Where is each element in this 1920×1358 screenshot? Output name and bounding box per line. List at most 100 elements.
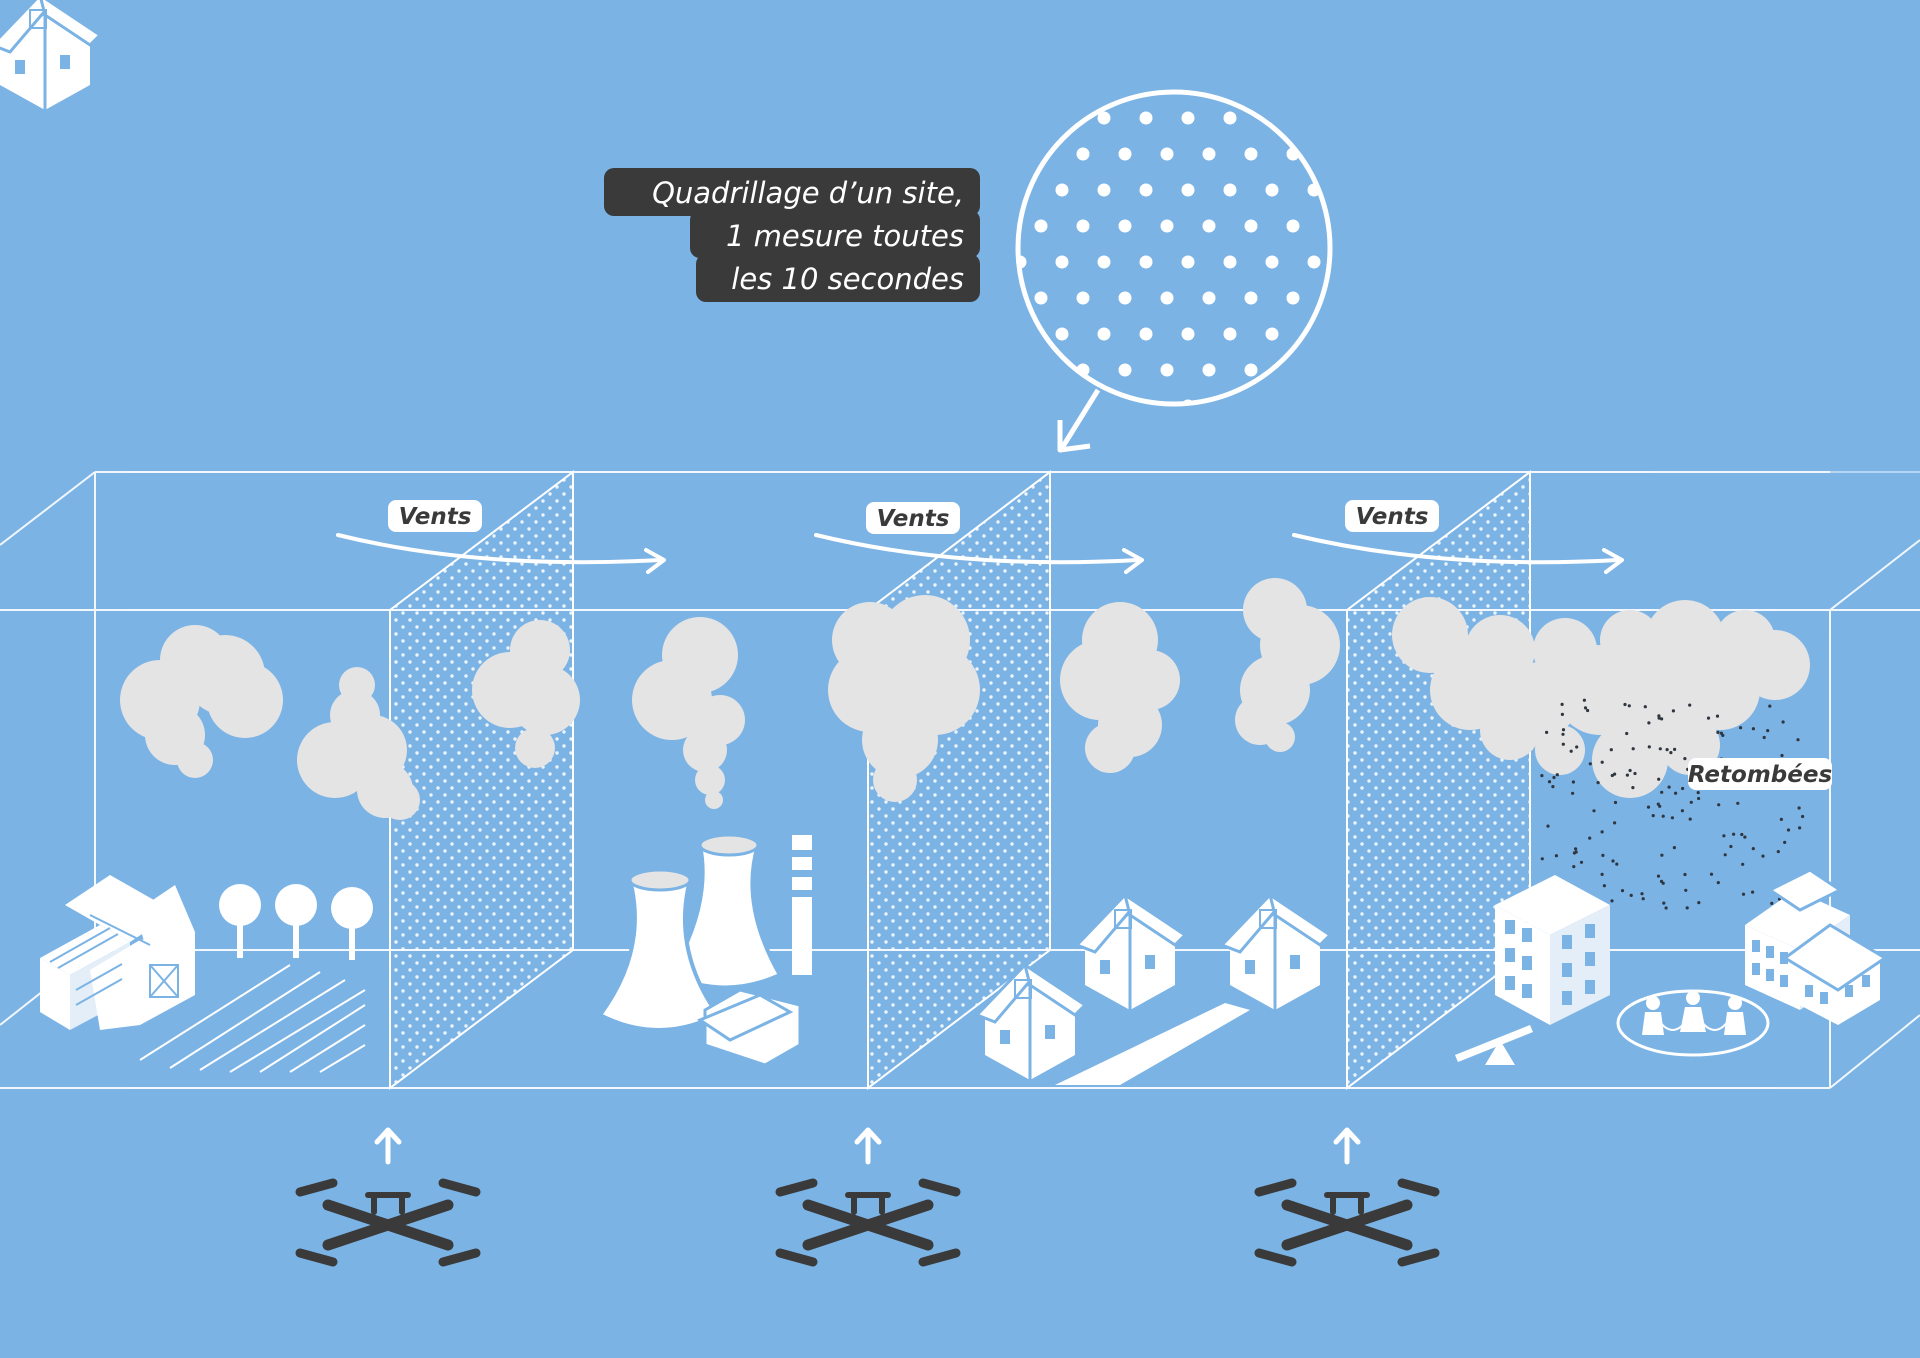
grid-point	[972, 328, 985, 341]
grid-point	[1119, 508, 1132, 521]
fallout-particle	[1683, 757, 1687, 761]
grid-point	[1223, 399, 1237, 403]
grid-point	[993, 220, 1006, 233]
measurement-plane-1	[389, 469, 574, 1091]
grid-point	[1266, 472, 1279, 485]
grid-point	[1286, 291, 1300, 305]
fallout-particle	[1681, 786, 1685, 791]
fallout-particle	[1660, 853, 1664, 857]
fallout-particle	[1569, 749, 1573, 753]
grid-point	[1455, 220, 1468, 233]
wind-label-2: Vents	[866, 502, 960, 534]
grid-point	[1202, 219, 1216, 233]
smoke-cloud-6	[1060, 602, 1180, 773]
fallout-particle	[1640, 892, 1644, 896]
smoke-cloud-1	[120, 625, 283, 778]
fallout-particle	[1575, 745, 1579, 749]
fallout-particle	[1665, 748, 1669, 752]
grid-point	[1202, 147, 1216, 161]
grid-point	[1034, 291, 1048, 305]
fallout-particle	[1628, 768, 1632, 773]
grid-point	[1392, 472, 1405, 485]
grid-point	[1286, 219, 1300, 233]
grid-point	[1223, 111, 1237, 125]
fallout-particle	[1689, 800, 1693, 804]
grid-point	[1497, 148, 1510, 161]
fallout-particle	[1661, 814, 1665, 818]
fallout-particle	[1610, 899, 1614, 903]
fallout-particle	[1660, 717, 1664, 721]
fallout-particle	[1554, 854, 1558, 858]
fallout-particle	[1579, 860, 1584, 864]
grid-point	[1265, 327, 1279, 341]
fallout-particle	[1715, 714, 1720, 718]
fallout-particle	[1798, 826, 1802, 830]
grid-point	[1371, 220, 1384, 233]
grid-point	[1413, 436, 1426, 449]
grid-point	[1097, 255, 1111, 269]
grid-point	[1476, 472, 1489, 485]
fallout-particle	[1561, 728, 1566, 732]
grid-point	[1224, 472, 1237, 485]
fallout-particle	[1613, 772, 1617, 776]
fallout-particle	[1631, 786, 1635, 790]
grid-point	[1076, 219, 1090, 233]
grid-point	[1329, 508, 1342, 521]
grid-point	[1055, 111, 1069, 125]
fallout-particle	[1740, 832, 1744, 837]
grid-point	[972, 472, 985, 485]
fallout-particle	[1716, 730, 1720, 735]
fallout-particle	[1684, 888, 1688, 892]
farm-icon	[40, 875, 366, 1073]
grid-point	[1139, 183, 1153, 197]
grid-point	[1476, 184, 1489, 197]
wind-arrow-3	[1292, 533, 1624, 574]
grid-point	[1287, 508, 1300, 521]
grid-point	[1035, 436, 1048, 449]
grid-point	[1455, 436, 1468, 449]
grid-point	[993, 364, 1006, 377]
grid-point	[1371, 436, 1384, 449]
grid-point	[1350, 472, 1363, 485]
fallout-particle	[1780, 753, 1784, 758]
fallout-particle	[1672, 846, 1676, 850]
grid-point	[1181, 327, 1195, 341]
fallout-particle	[1602, 884, 1606, 888]
fallout-particle	[1761, 854, 1765, 858]
drone-icon	[295, 1178, 481, 1267]
grid-point	[1350, 256, 1363, 269]
fallout-particle	[1706, 716, 1711, 720]
grid-point	[1265, 255, 1279, 269]
grid-point	[1244, 147, 1258, 161]
grid-point	[1118, 147, 1132, 161]
grid-point	[1181, 183, 1195, 197]
fallout-particle	[1657, 716, 1661, 720]
grid-point	[1434, 400, 1447, 413]
lens-pointer-arrow	[1059, 388, 1101, 450]
grid-point	[1161, 436, 1174, 449]
grid-point	[1371, 364, 1384, 377]
grid-point	[1160, 219, 1174, 233]
grid-point	[1118, 219, 1132, 233]
fallout-particle	[1779, 817, 1783, 822]
smoke-cloud-4	[632, 617, 745, 809]
grid-point	[1265, 183, 1279, 197]
children-icon	[1616, 989, 1770, 1057]
grid-point	[1434, 112, 1447, 125]
fallout-particle	[1560, 702, 1564, 707]
tree-icon	[219, 884, 373, 960]
grid-point	[1307, 399, 1321, 403]
drone-icon	[775, 1178, 961, 1267]
callout-line-1: Quadrillage d’un site,	[652, 176, 964, 210]
fallout-particle	[1551, 785, 1555, 789]
fallout-particle	[1592, 809, 1596, 813]
fallout-particle	[1688, 703, 1692, 707]
fallout-particle	[1561, 742, 1565, 746]
grid-point	[1392, 328, 1405, 341]
wind-arrow-1	[336, 533, 666, 574]
grid-point	[1160, 147, 1174, 161]
grid-callout: Quadrillage d’un site, 1 mesure toutes l…	[604, 168, 980, 302]
grid-point	[1350, 112, 1363, 125]
fallout-particle	[1560, 712, 1564, 717]
grid-point	[1413, 148, 1426, 161]
